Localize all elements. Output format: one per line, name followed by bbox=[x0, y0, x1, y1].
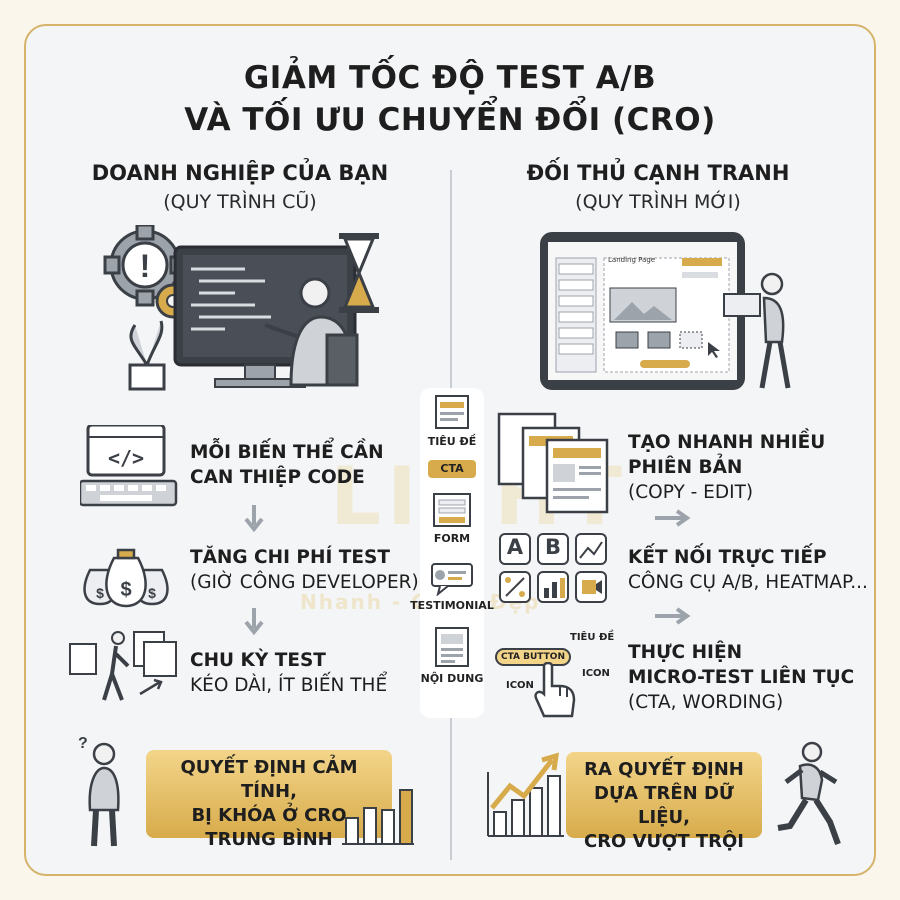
slow-test-cycle-icon bbox=[69, 631, 177, 701]
flat-bar-chart-icon bbox=[342, 789, 414, 845]
pointing-hand-icon bbox=[534, 662, 576, 718]
center-block-testimonial: TESTIMONIAL bbox=[410, 599, 494, 612]
left-heading: DOANH NGHIỆP CỦA BẠN bbox=[91, 161, 389, 185]
arrow-right-icon bbox=[655, 509, 691, 527]
right-item2-line2: CÔNG CỤ A/B, HEATMAP... bbox=[628, 572, 868, 593]
right-subheading: (QUY TRÌNH MỚI) bbox=[575, 191, 741, 213]
center-block-content: NỘI DUNG bbox=[420, 672, 484, 685]
cursor-icon bbox=[708, 342, 720, 358]
right-result-line2: DỰA TRÊN DỮ LIỆU, bbox=[594, 783, 734, 828]
title-block-icon bbox=[435, 395, 469, 429]
watermark-tagline: Nhanh - Gọn - Đẹp bbox=[300, 590, 538, 614]
hourglass-icon bbox=[339, 233, 379, 313]
micro-label-icon-right: ICON bbox=[582, 668, 610, 679]
center-block-cta: CTA bbox=[428, 460, 476, 478]
svg-text:$: $ bbox=[148, 585, 156, 601]
left-item3-line2: KÉO DÀI, ÍT BIẾN THỂ bbox=[190, 675, 388, 696]
cta-button-illustration: CTA BUTTON bbox=[495, 648, 571, 666]
arrow-down-icon bbox=[244, 505, 264, 533]
left-result-line1: QUYẾT ĐỊNH CẢM TÍNH, bbox=[180, 757, 358, 802]
tile-b-label: B bbox=[544, 535, 561, 559]
left-result-line2: BỊ KHÓA Ở CRO bbox=[191, 805, 347, 826]
arrow-right-icon bbox=[655, 607, 691, 625]
running-person-icon bbox=[777, 741, 841, 846]
growth-chart-icon bbox=[487, 752, 564, 837]
left-item1-line1: MỖI BIẾN THỂ CẦN bbox=[190, 442, 384, 463]
right-result-box: RA QUYẾT ĐỊNH DỰA TRÊN DỮ LIỆU, CRO VƯỢT… bbox=[566, 752, 762, 852]
arrow-down-icon bbox=[244, 608, 264, 636]
right-item3-line2: MICRO-TEST LIÊN TỤC bbox=[628, 667, 855, 688]
right-item1-line2: PHIÊN BẢN bbox=[628, 457, 743, 478]
center-block-title: TIÊU ĐỀ bbox=[427, 435, 477, 448]
landing-page-label: Landing Page bbox=[608, 256, 656, 264]
developer-coding-illustration: ! bbox=[103, 225, 379, 391]
right-result-line3: CRO VƯỢT TRỘI bbox=[583, 831, 744, 852]
right-item1-line1: TẠO NHANH NHIỀU bbox=[628, 432, 826, 453]
right-result-line1: RA QUYẾT ĐỊNH bbox=[584, 759, 744, 780]
page-title-line2: VÀ TỐI ƯU CHUYỂN ĐỔI (CRO) bbox=[184, 102, 716, 138]
center-block-form: FORM bbox=[433, 532, 471, 545]
content-block-icon bbox=[435, 627, 469, 667]
landing-page-builder-illustration bbox=[540, 232, 791, 390]
svg-text:$: $ bbox=[120, 579, 131, 601]
money-bags-icon: $ $ $ bbox=[83, 548, 169, 608]
svg-text:</>: </> bbox=[108, 446, 144, 470]
tile-a-label: A bbox=[506, 535, 524, 559]
svg-text:!: ! bbox=[140, 248, 151, 284]
tools-grid-icon bbox=[499, 533, 607, 603]
micro-label-icon-left: ICON bbox=[506, 680, 534, 691]
right-item1-line3: (COPY - EDIT) bbox=[628, 482, 754, 503]
left-subheading: (QUY TRÌNH CŨ) bbox=[163, 191, 317, 213]
micro-label-title: TIÊU ĐỀ bbox=[570, 632, 615, 643]
right-item2-line1: KẾT NỐI TRỰC TIẾP bbox=[628, 547, 827, 568]
svg-text:?: ? bbox=[78, 735, 88, 752]
right-item3-line1: THỰC HIỆN bbox=[628, 642, 743, 663]
page-versions-icon bbox=[497, 412, 609, 514]
left-item3-line1: CHU KỲ TEST bbox=[190, 650, 326, 671]
right-heading: ĐỐI THỦ CẠNH TRANH bbox=[526, 161, 790, 185]
left-item2-line1: TĂNG CHI PHÍ TEST bbox=[190, 547, 390, 568]
page-title-line1: GIẢM TỐC ĐỘ TEST A/B bbox=[243, 60, 657, 96]
right-item3-line3: (CTA, WORDING) bbox=[628, 692, 784, 713]
code-window-icon: </> bbox=[80, 425, 178, 507]
testimonial-block-icon bbox=[431, 563, 473, 596]
confused-person-icon: ? bbox=[78, 735, 120, 847]
left-result-line3: TRUNG BÌNH bbox=[205, 829, 333, 850]
svg-text:$: $ bbox=[96, 585, 104, 601]
left-item1-line2: CAN THIỆP CODE bbox=[190, 467, 365, 488]
form-block-icon bbox=[433, 493, 471, 527]
left-item2-line2: (GIỜ CÔNG DEVELOPER) bbox=[190, 572, 419, 593]
